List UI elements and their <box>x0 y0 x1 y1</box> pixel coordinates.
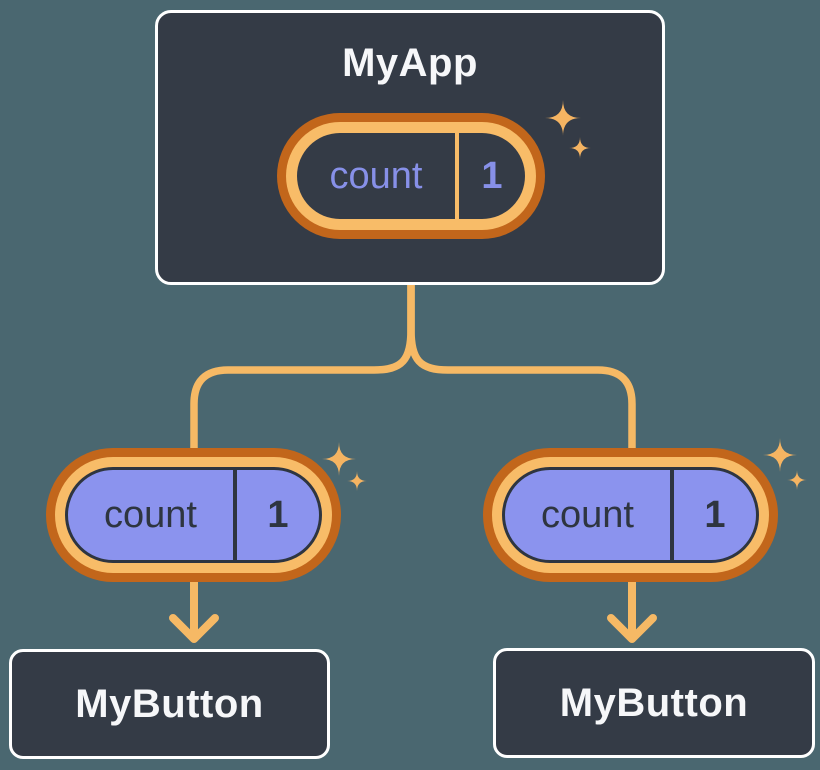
state-name: count <box>329 154 423 197</box>
state-pill-body: count 1 <box>297 133 525 219</box>
state-pill-left-child: count 1 <box>46 448 341 582</box>
state-pill-ring: count 1 <box>55 457 332 573</box>
component-node-mybutton-left: MyButton <box>9 649 330 759</box>
state-pill-ring: count 1 <box>492 457 769 573</box>
component-name: MyApp <box>342 41 478 85</box>
state-pill-right-child: count 1 <box>483 448 778 582</box>
component-node-mybutton-right: MyButton <box>493 648 815 758</box>
state-pill-body: count 1 <box>65 467 322 563</box>
state-value: 1 <box>233 470 319 560</box>
state-pill-root: count 1 <box>277 113 545 239</box>
state-value: 1 <box>670 470 756 560</box>
connector-root-to-left-child <box>190 283 415 465</box>
state-value: 1 <box>455 133 525 219</box>
state-pill-ring: count 1 <box>286 122 536 230</box>
state-name: count <box>541 493 634 536</box>
connector-root-to-right-child <box>407 283 636 465</box>
state-pill-body: count 1 <box>502 467 759 563</box>
state-name: count <box>104 493 197 536</box>
